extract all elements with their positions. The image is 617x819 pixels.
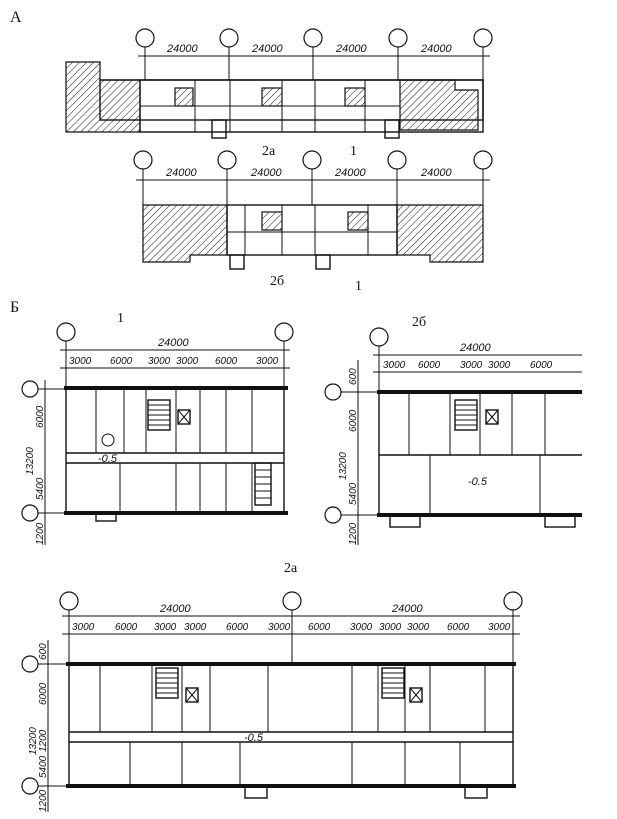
elevation-mark: -0.5 [468,476,488,488]
svg-text:3000: 3000 [488,622,511,633]
svg-text:5400: 5400 [348,482,359,505]
svg-text:600: 600 [38,643,49,660]
svg-text:1200: 1200 [35,522,46,545]
svg-text:3000: 3000 [72,622,95,633]
plan-1: 1 24000 3000 6000 3000 3000 6000 3000 60… [21,311,294,545]
variant-1-label-2: 1 [355,279,362,294]
svg-text:3000: 3000 [488,360,511,371]
svg-text:5400: 5400 [38,755,49,778]
svg-text:6000: 6000 [447,622,470,633]
section-a-label: А [10,9,22,26]
dim-label: 24000 [165,167,197,179]
svg-text:3000: 3000 [148,356,171,367]
svg-text:3000: 3000 [176,356,199,367]
dim-label: 24000 [420,167,452,179]
svg-text:6000: 6000 [38,682,49,705]
dim-label: 24000 [459,342,491,354]
plan-2b-label: 2б [412,315,426,330]
svg-text:3000: 3000 [407,622,430,633]
svg-text:1200: 1200 [38,729,49,752]
svg-text:3000: 3000 [154,622,177,633]
axis-marker [219,28,239,48]
dim-label: 24000 [159,603,191,615]
svg-text:3000: 3000 [256,356,279,367]
plan-2a: 2а 24000 24000 3000 6000 3000 3000 6000 … [21,561,523,812]
svg-text:600: 600 [348,368,359,385]
svg-text:13200: 13200 [338,452,349,480]
dim-label: 24000 [166,43,198,55]
svg-text:3000: 3000 [184,622,207,633]
svg-text:13200: 13200 [28,727,39,755]
svg-text:6000: 6000 [35,405,46,428]
plan-1-label: 1 [117,311,124,326]
variant-2b-label: 2б [270,274,284,289]
scheme-top-1: 24000 24000 24000 24000 2а 1 [65,28,493,159]
svg-text:5400: 5400 [35,477,46,500]
svg-text:3000: 3000 [69,356,92,367]
svg-text:13200: 13200 [25,447,36,475]
svg-text:6000: 6000 [110,356,133,367]
dim-label: 24000 [420,43,452,55]
svg-text:1200: 1200 [348,522,359,545]
svg-text:6000: 6000 [348,409,359,432]
svg-text:3000: 3000 [379,622,402,633]
variant-2a-label: 2а [262,144,276,159]
scheme-top-2: 24000 24000 24000 24000 2б 1 [133,150,493,294]
variant-1-label: 1 [350,144,357,159]
elevation-mark: -0.5 [98,453,118,465]
svg-text:3000: 3000 [268,622,291,633]
svg-text:6000: 6000 [115,622,138,633]
section-b-label: Б [10,299,19,316]
dim-label: 24000 [250,167,282,179]
axis-marker [303,28,323,48]
dim-label: 24000 [334,167,366,179]
svg-text:6000: 6000 [530,360,553,371]
svg-text:6000: 6000 [226,622,249,633]
elevation-mark: -0.5 [244,732,264,744]
dim-label: 24000 [391,603,423,615]
svg-text:6000: 6000 [418,360,441,371]
svg-text:6000: 6000 [308,622,331,633]
svg-text:6000: 6000 [215,356,238,367]
svg-text:3000: 3000 [383,360,406,371]
axis-marker [473,28,493,48]
dim-label: 24000 [251,43,283,55]
svg-text:3000: 3000 [350,622,373,633]
axis-marker [388,28,408,48]
svg-text:3000: 3000 [460,360,483,371]
plan-2a-label: 2а [284,561,298,576]
dim-label: 24000 [157,337,189,349]
svg-text:1200: 1200 [38,789,49,812]
plan-2b: 2б 24000 3000 6000 3000 3000 6000 600 60… [324,315,582,545]
axis-marker [135,28,155,48]
dim-label: 24000 [335,43,367,55]
